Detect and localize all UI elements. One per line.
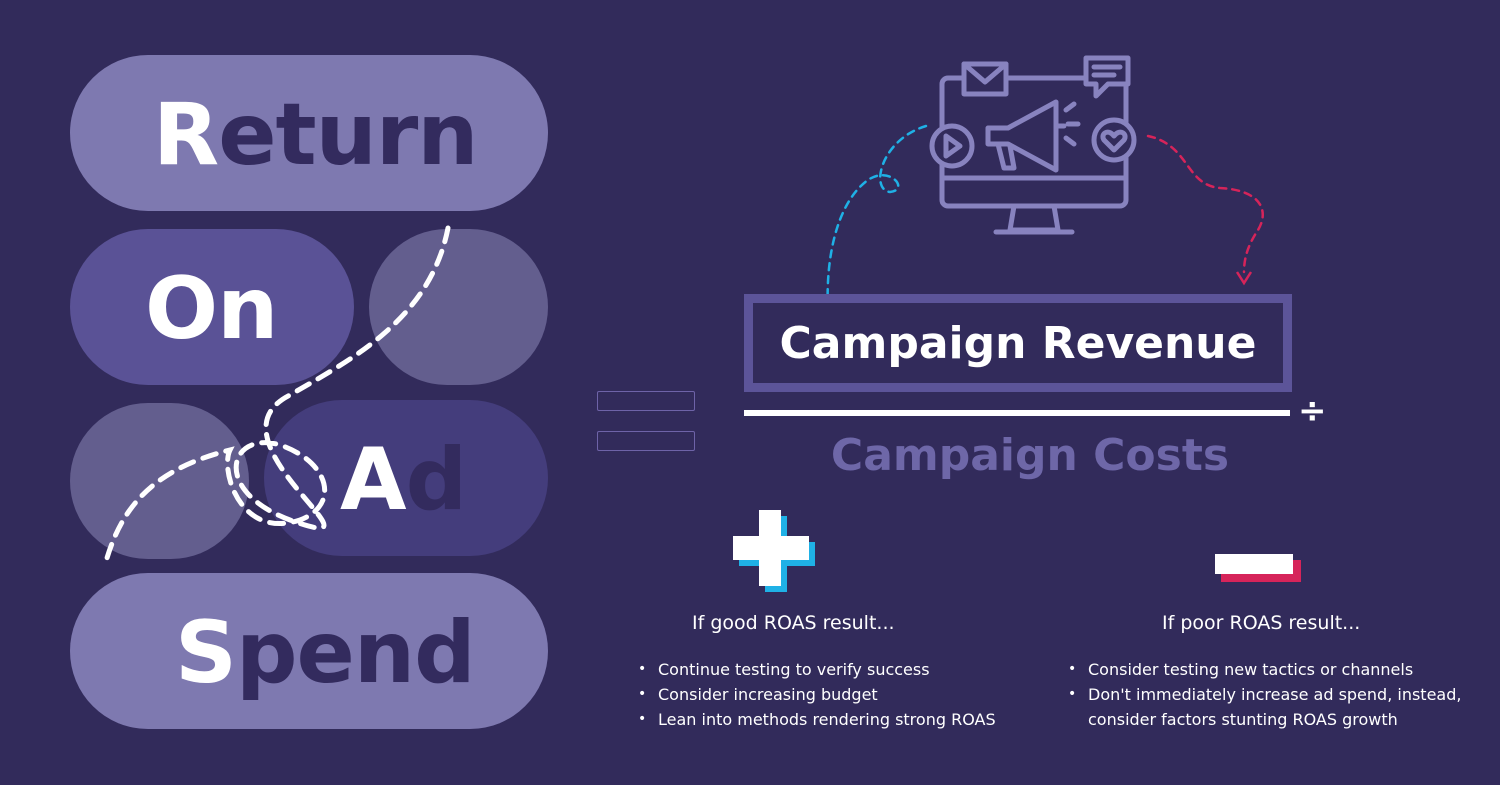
poor-result-title: If poor ROAS result... [1162,612,1361,634]
word-ad-initial: A [340,430,407,530]
good-result-title: If good ROAS result... [692,612,895,634]
numerator-box: Campaign Revenue [744,294,1292,392]
word-ad-rest: d [405,430,468,530]
word-spend-rest: pend [235,603,476,703]
list-item: Lean into methods rendering strong ROAS [638,707,996,732]
divide-icon: ÷ [1298,391,1327,431]
word-ad: Ad [340,437,467,523]
poor-result-list: Consider testing new tactics or channels… [1068,657,1461,732]
numerator-label: Campaign Revenue [779,317,1257,369]
denominator-label: Campaign Costs [830,430,1230,481]
word-return-rest: eturn [218,85,478,185]
good-result-list: Continue testing to verify success Consi… [638,657,996,732]
pill-spend [70,573,548,729]
list-item: Consider increasing budget [638,682,996,707]
word-on-initial: On [145,259,278,359]
word-return-initial: R [153,85,219,185]
word-spend-initial: S [175,603,237,703]
list-item: Continue testing to verify success [638,657,996,682]
pill-blank [369,229,548,385]
list-item: Don't immediately increase ad spend, ins… [1068,682,1461,707]
monitor-megaphone-icon [929,55,1137,235]
list-item-continuation: consider factors stunting ROAS growth [1088,710,1398,729]
word-on: On [145,266,278,352]
word-return: Return [153,92,479,178]
pill-on [70,229,354,385]
minus-icon [1215,554,1301,582]
pill-ad [264,400,548,556]
pill-return [70,55,548,211]
plus-icon [733,510,815,592]
word-spend: Spend [175,610,476,696]
fraction-line [744,410,1290,416]
list-item: Consider testing new tactics or channels [1068,657,1461,682]
